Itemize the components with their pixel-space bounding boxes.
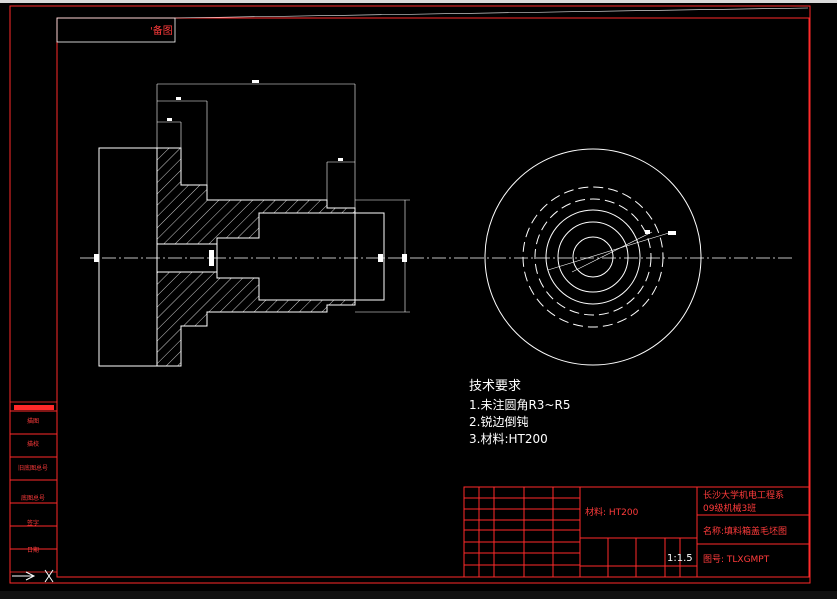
tech-requirement-item: 2.锐边倒钝 [469,415,528,429]
tech-requirements-title: 技术要求 [469,379,521,394]
title-block-drawing-number: 图号: TLXGMPT [703,554,770,565]
left-strip-label-5: 签字 [27,519,39,527]
title-block-scale: 1:1.5 [667,553,693,564]
title-block-material: 材料: HT200 [585,506,639,518]
left-binding-strip [9,401,58,573]
title-block-name: 名称:填料箱盖毛坯图 [703,525,787,537]
end-view [470,148,792,366]
left-strip-label-6: 日期 [27,546,39,554]
left-strip-label-4: 底图总号 [21,494,45,502]
section-view [80,80,470,367]
window-top-strip [0,0,837,3]
title-block [463,486,810,578]
left-strip-label-2: 描校 [27,440,39,448]
tech-requirement-item: 3.材料:HT200 [469,432,548,446]
drawing-frame [9,5,811,584]
left-strip-label-3: 旧底图总号 [18,464,48,472]
ucs-icon [12,569,54,583]
tech-requirement-item: 1.未注圆角R3~R5 [469,397,570,412]
title-block-school: 长沙大学机电工程系 [703,489,784,501]
left-strip-label-1: 描图 [27,417,39,425]
window-bottom-strip [0,591,837,599]
top-label: '备图 [150,24,173,37]
title-block-class: 09级机械3班 [703,502,756,514]
